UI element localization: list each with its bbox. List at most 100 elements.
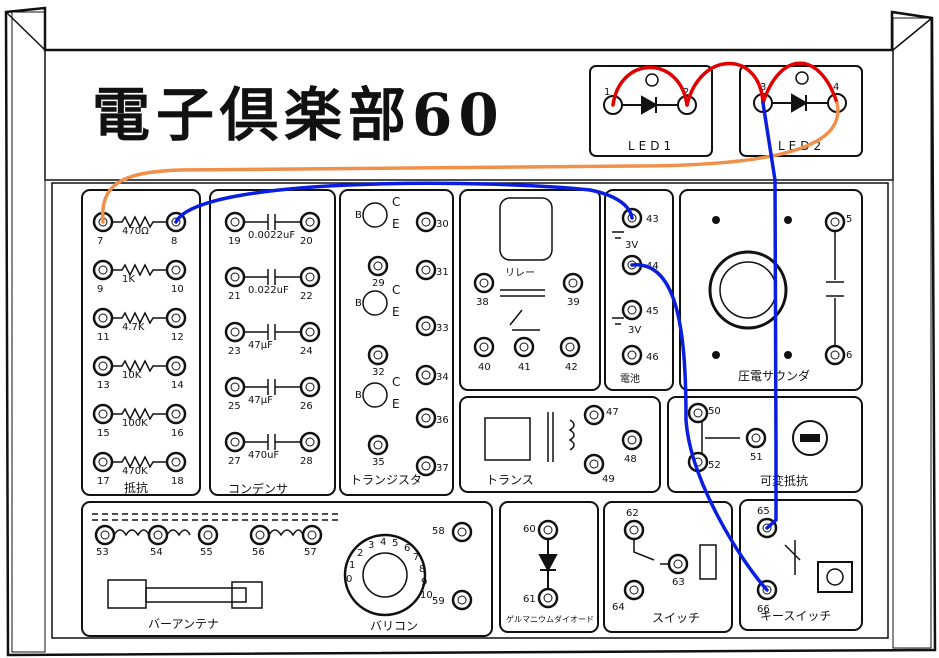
terminal-52-label: 52 bbox=[708, 460, 721, 471]
terminal-50-label: 50 bbox=[708, 406, 721, 417]
terminal-12[interactable] bbox=[165, 307, 187, 329]
terminal-42-label: 42 bbox=[565, 362, 578, 373]
resistor-value: 100K bbox=[122, 418, 148, 429]
terminal-36[interactable] bbox=[415, 407, 437, 429]
terminal-22-label: 22 bbox=[300, 291, 313, 302]
terminal-62-label: 62 bbox=[626, 508, 639, 519]
terminal-65-label: 65 bbox=[757, 506, 770, 517]
terminal-60-label: 60 bbox=[523, 524, 536, 535]
terminal-23[interactable] bbox=[224, 321, 246, 343]
battery-label: 電池 bbox=[620, 372, 640, 385]
terminal-5[interactable] bbox=[824, 211, 846, 233]
terminal-62[interactable] bbox=[623, 519, 645, 541]
terminal-59[interactable] bbox=[451, 589, 473, 611]
terminal-11[interactable] bbox=[92, 307, 114, 329]
terminal-28[interactable] bbox=[299, 431, 321, 453]
resistors-label: 抵抗 bbox=[124, 480, 148, 495]
terminal-27[interactable] bbox=[224, 431, 246, 453]
terminal-39[interactable] bbox=[562, 272, 584, 294]
terminal-34[interactable] bbox=[415, 364, 437, 386]
terminal-16[interactable] bbox=[165, 403, 187, 425]
terminal-58[interactable] bbox=[451, 521, 473, 543]
terminal-26[interactable] bbox=[299, 376, 321, 398]
terminal-44-label: 44 bbox=[646, 261, 659, 272]
terminal-45[interactable] bbox=[621, 299, 643, 321]
diode-label: ゲルマニウムダイオード bbox=[506, 614, 594, 624]
terminal-49[interactable] bbox=[583, 453, 605, 475]
lamp-icon bbox=[795, 71, 809, 85]
transistor-icon bbox=[362, 290, 388, 316]
terminal-51[interactable] bbox=[745, 427, 767, 449]
jumper-wire[interactable] bbox=[761, 101, 778, 530]
terminal-38[interactable] bbox=[473, 272, 495, 294]
terminal-47[interactable] bbox=[583, 404, 605, 426]
terminal-55[interactable] bbox=[197, 524, 219, 546]
jumper-wire[interactable] bbox=[630, 263, 769, 592]
terminal-17-label: 17 bbox=[97, 476, 110, 487]
resistor-icon bbox=[112, 311, 167, 325]
varicon-dial-mark: 9 bbox=[421, 577, 427, 588]
terminal-21[interactable] bbox=[224, 266, 246, 288]
terminal-36-label: 36 bbox=[436, 415, 449, 426]
terminal-30[interactable] bbox=[415, 211, 437, 233]
terminal-25[interactable] bbox=[224, 376, 246, 398]
radio-panel: バーアンテナ バリコン bbox=[81, 501, 493, 637]
jumper-wire[interactable] bbox=[100, 101, 840, 224]
terminal-37[interactable] bbox=[415, 455, 437, 477]
terminal-10-label: 10 bbox=[171, 284, 184, 295]
jumper-wire[interactable] bbox=[611, 65, 689, 107]
terminal-56[interactable] bbox=[249, 524, 271, 546]
transistors-panel: トランジスタ bbox=[339, 189, 454, 496]
terminal-22[interactable] bbox=[299, 266, 321, 288]
battery-voltage-1: 3V bbox=[625, 240, 638, 251]
resistor-value: 470Ω bbox=[122, 226, 149, 237]
terminal-46[interactable] bbox=[621, 344, 643, 366]
variable-resistor-panel: 可変抵抗 bbox=[667, 396, 863, 493]
terminal-29[interactable] bbox=[367, 255, 389, 277]
switch-label: スイッチ bbox=[652, 611, 700, 625]
terminal-10[interactable] bbox=[165, 259, 187, 281]
resistor-icon bbox=[112, 263, 167, 277]
pin-b-label: B bbox=[355, 390, 362, 401]
terminal-23-label: 23 bbox=[228, 346, 241, 357]
terminal-37-label: 37 bbox=[436, 463, 449, 474]
terminal-40[interactable] bbox=[473, 336, 495, 358]
terminal-50[interactable] bbox=[687, 402, 709, 424]
terminal-20[interactable] bbox=[299, 211, 321, 233]
terminal-30-label: 30 bbox=[436, 219, 449, 230]
terminal-6-label: 6 bbox=[846, 350, 852, 361]
terminal-13[interactable] bbox=[92, 355, 114, 377]
terminal-54-label: 54 bbox=[150, 547, 163, 558]
terminal-41[interactable] bbox=[513, 336, 535, 358]
terminal-19[interactable] bbox=[224, 211, 246, 233]
terminal-31[interactable] bbox=[415, 259, 437, 281]
terminal-60[interactable] bbox=[537, 519, 559, 541]
battery-panel: 3V 3V 電池 bbox=[604, 189, 674, 391]
terminal-42[interactable] bbox=[559, 336, 581, 358]
terminal-53[interactable] bbox=[94, 524, 116, 546]
terminal-9[interactable] bbox=[92, 259, 114, 281]
terminal-8-label: 8 bbox=[171, 236, 177, 247]
terminal-17[interactable] bbox=[92, 451, 114, 473]
jumper-wire[interactable] bbox=[761, 61, 839, 105]
pin-c-label: C bbox=[392, 195, 400, 209]
terminal-64[interactable] bbox=[623, 579, 645, 601]
terminal-6[interactable] bbox=[824, 344, 846, 366]
terminal-63[interactable] bbox=[667, 553, 689, 575]
terminal-18[interactable] bbox=[165, 451, 187, 473]
terminal-64-label: 64 bbox=[612, 602, 625, 613]
jumper-wire[interactable] bbox=[174, 181, 634, 224]
terminal-15[interactable] bbox=[92, 403, 114, 425]
capacitor-icon bbox=[244, 269, 301, 285]
terminal-14[interactable] bbox=[165, 355, 187, 377]
terminal-35[interactable] bbox=[367, 434, 389, 456]
terminal-24[interactable] bbox=[299, 321, 321, 343]
terminal-57[interactable] bbox=[301, 524, 323, 546]
terminal-48[interactable] bbox=[621, 429, 643, 451]
terminal-33[interactable] bbox=[415, 315, 437, 337]
terminal-12-label: 12 bbox=[171, 332, 184, 343]
jumper-wire[interactable] bbox=[685, 61, 765, 107]
terminal-32[interactable] bbox=[367, 344, 389, 366]
terminal-61[interactable] bbox=[537, 587, 559, 609]
terminal-54[interactable] bbox=[147, 524, 169, 546]
